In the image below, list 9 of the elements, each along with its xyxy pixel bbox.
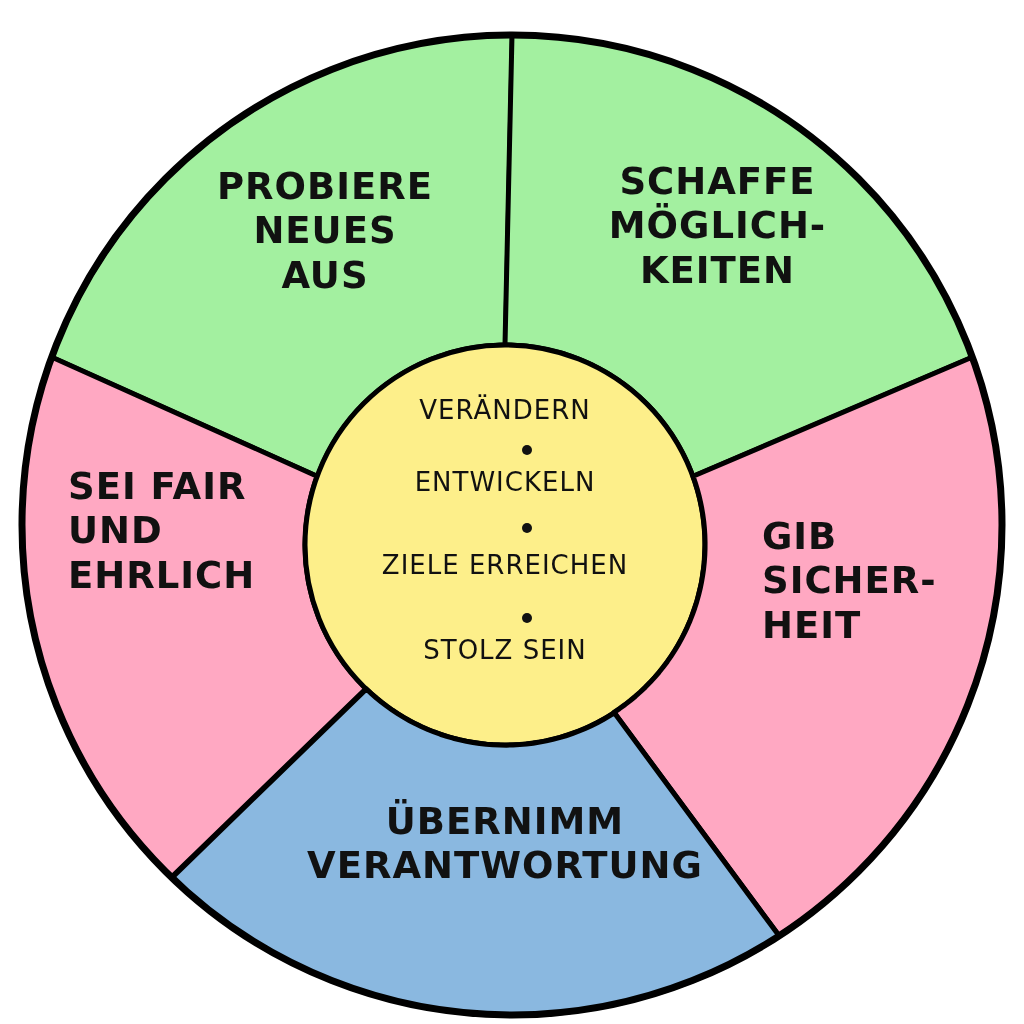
center-label: ZIELE ERREICHEN: [381, 550, 629, 582]
sector-label: SEI FAIR UND EHRLICH: [68, 465, 257, 599]
center-label: VERÄNDERN: [419, 395, 591, 427]
sector-label: SCHAFFE MÖGLICH- KEITEN: [607, 160, 828, 294]
sector-label: ÜBERNIMM VERANTWORTUNG: [306, 800, 704, 889]
sector-label: GIB SICHER- HEIT: [762, 515, 938, 649]
center-label: ENTWICKELN: [414, 467, 596, 499]
sector-label: PROBIERE NEUES AUS: [215, 165, 434, 299]
center-label: STOLZ SEIN: [423, 635, 587, 667]
